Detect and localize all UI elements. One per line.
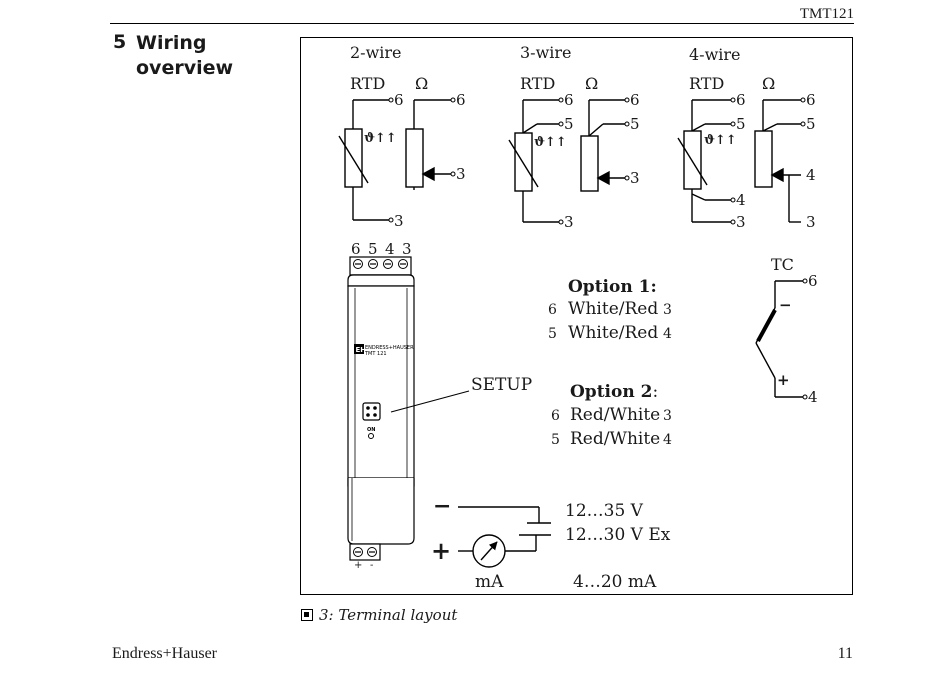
device-terminal-6: 6 xyxy=(351,240,361,258)
wiring-diagram: 2-wire 3-wire 4-wire RTD Ω RTD Ω RTD Ω xyxy=(338,43,818,592)
terminal-label: 4 xyxy=(806,166,816,184)
header-rule xyxy=(110,23,854,24)
terminal-label: 6 xyxy=(456,91,466,109)
option2-row2-right: 4 xyxy=(663,432,672,448)
tc-terminal-4: 4 xyxy=(808,388,818,406)
theta-symbol-4w: ϑ↑↑ xyxy=(704,133,737,148)
option2-title-text: Option 2 xyxy=(570,382,652,402)
power-minus: − xyxy=(433,493,451,519)
ohm-label-3w: Ω xyxy=(585,74,598,93)
rtd-label-3w: RTD xyxy=(520,74,555,93)
rtd-label-4w: RTD xyxy=(689,74,724,93)
section-title: Wiring overview xyxy=(136,32,234,79)
terminal-label: 3 xyxy=(630,169,640,187)
current-range: 4…20 mA xyxy=(573,572,657,592)
power-plus: + xyxy=(431,536,451,565)
caption-text: 3: Terminal layout xyxy=(319,606,458,624)
tc-minus: − xyxy=(779,296,792,314)
terminal-label: 3 xyxy=(736,213,746,231)
ohm-label-2w: Ω xyxy=(415,74,428,93)
terminal-label: 6 xyxy=(564,91,574,109)
meter-label: mA xyxy=(475,572,504,592)
figure-caption: 3: Terminal layout xyxy=(301,606,457,624)
terminal-label: 3 xyxy=(564,213,574,231)
col-2wire-label: 2-wire xyxy=(350,43,402,62)
device-terminal-3: 3 xyxy=(402,240,412,258)
option1-row2-left: 5 xyxy=(548,326,557,342)
col-4wire-label: 4-wire xyxy=(689,45,741,64)
brand-name: ENDRESS+HAUSER xyxy=(365,345,414,351)
terminal-label: 5 xyxy=(564,115,574,133)
device-terminal-5: 5 xyxy=(368,240,378,258)
voltage-standard: 12…35 V xyxy=(565,501,644,521)
section-number: 5 xyxy=(113,31,127,53)
terminal-label: 6 xyxy=(394,91,404,109)
terminal-label: 6 xyxy=(630,91,640,109)
option1-row2-text: White/Red xyxy=(568,323,658,343)
led-indicator xyxy=(368,433,374,439)
option1-row1-right: 3 xyxy=(663,302,672,318)
device-terminal-minus: - xyxy=(370,560,373,571)
wiring-figure: 2-wire 3-wire 4-wire RTD Ω RTD Ω RTD Ω xyxy=(300,37,853,595)
power-loop-circuit xyxy=(458,506,551,568)
terminal-label: 3 xyxy=(806,213,816,231)
terminal-label: 6 xyxy=(736,91,746,109)
option1-row2-right: 4 xyxy=(663,326,672,342)
option2-row1-right: 3 xyxy=(663,408,672,424)
terminal-label: 3 xyxy=(456,165,466,183)
brand-mark: EH xyxy=(356,346,367,354)
device-terminal-plus: + xyxy=(354,560,362,571)
page-number: 11 xyxy=(837,645,853,662)
option2-title: Option 2: xyxy=(570,382,658,402)
option2-row2-text: Red/White xyxy=(570,429,660,449)
device-model: TMT 121 xyxy=(364,351,387,357)
terminal-label: 6 xyxy=(806,91,816,109)
ohm-label-4w: Ω xyxy=(762,74,775,93)
col-3wire-label: 3-wire xyxy=(520,43,572,62)
terminal-label: 3 xyxy=(394,212,404,230)
setup-connector xyxy=(362,402,381,421)
terminal-label: 4 xyxy=(736,191,746,209)
transmitter-device: 6 5 4 3 EH ENDRESS+HAUSER TMT 121 ON xyxy=(347,240,415,571)
option1-title: Option 1: xyxy=(568,277,657,297)
led-label: ON xyxy=(367,427,375,433)
option2-row2-left: 5 xyxy=(551,432,560,448)
tc-terminal-6: 6 xyxy=(808,272,818,290)
terminal-label: 5 xyxy=(630,115,640,133)
setup-label: SETUP xyxy=(471,375,532,395)
option2-row1-text: Red/White xyxy=(570,405,660,425)
device-terminal-4: 4 xyxy=(385,240,395,258)
terminal-label: 5 xyxy=(736,115,746,133)
option1-row1-text: White/Red xyxy=(568,299,658,319)
rtd-label-2w: RTD xyxy=(350,74,385,93)
figure-icon xyxy=(301,609,313,621)
option2-title-colon: : xyxy=(652,382,658,402)
option2-row1-left: 6 xyxy=(551,408,560,424)
tc-plus: + xyxy=(777,371,790,389)
tc-label: TC xyxy=(771,255,794,274)
terminal-label: 5 xyxy=(806,115,816,133)
option1-row1-left: 6 xyxy=(548,302,557,318)
theta-symbol-3w: ϑ↑↑ xyxy=(534,135,567,150)
header-product: TMT121 xyxy=(799,6,854,22)
theta-symbol-2w: ϑ↑↑ xyxy=(364,131,397,146)
voltage-ex: 12…30 V Ex xyxy=(565,525,671,545)
footer-brand: Endress+Hauser xyxy=(112,645,217,662)
